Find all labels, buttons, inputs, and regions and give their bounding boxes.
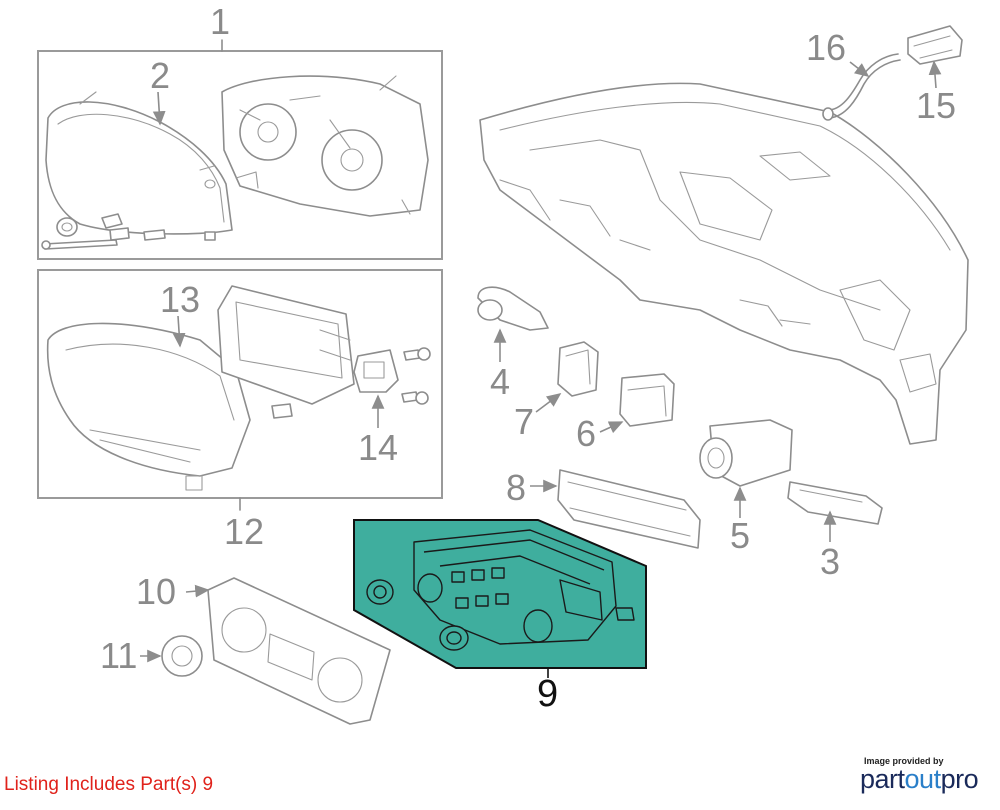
group-box-1 [37, 39, 443, 260]
callout-11: 11 [100, 635, 137, 676]
credit-caption: Image provided by [864, 756, 944, 766]
logo-out: out [904, 764, 942, 794]
callout-3: 3 [820, 541, 840, 582]
part-9-highlight-region[interactable] [353, 519, 647, 669]
callout-15: 15 [916, 85, 956, 126]
part-10-center-bezel[interactable] [207, 577, 391, 725]
part-12-display-unit[interactable] [217, 285, 355, 405]
part-14-bracket[interactable] [271, 347, 431, 419]
partoutpro-logo: partoutpro [860, 764, 990, 795]
part-16-harness[interactable] [822, 53, 901, 121]
group-box-12 [37, 269, 443, 511]
logo-pro: pro [940, 764, 979, 794]
part-1-instrument-cluster[interactable] [221, 75, 429, 217]
callout-2: 2 [150, 55, 170, 96]
callout-5: 5 [730, 515, 750, 556]
part-8-control-unit[interactable] [557, 469, 701, 549]
part-2-cluster-lens[interactable] [45, 91, 233, 241]
callout-12: 12 [224, 511, 264, 552]
image-credit: Image provided by partoutpro [860, 756, 990, 795]
part-4-switch[interactable] [477, 286, 549, 331]
part-3-switch-panel[interactable] [787, 481, 883, 525]
part-15-connector[interactable] [907, 25, 963, 65]
part-7-switch-housing[interactable] [557, 341, 599, 397]
logo-part: part [860, 764, 905, 794]
callout-labels: 1 2 13 14 12 16 15 4 7 6 8 5 3 10 11 9 [100, 1, 956, 715]
part-11-knob[interactable] [161, 635, 203, 677]
callout-10: 10 [136, 571, 176, 612]
part-6-switch[interactable] [619, 373, 675, 427]
dashboard-panel [479, 82, 969, 445]
callout-14: 14 [358, 427, 398, 468]
callout-7: 7 [514, 401, 534, 442]
callout-1: 1 [210, 1, 230, 42]
part-13-display-bezel[interactable] [46, 322, 251, 491]
part-5-ignition-switch[interactable] [699, 419, 793, 487]
callout-16: 16 [806, 27, 846, 68]
listing-note: Listing Includes Part(s) 9 [4, 774, 214, 795]
callout-13: 13 [160, 279, 200, 320]
callout-6: 6 [576, 413, 596, 454]
callout-4: 4 [490, 361, 510, 402]
callout-9[interactable]: 9 [537, 673, 558, 715]
callout-8: 8 [506, 467, 526, 508]
leader-lines [140, 60, 942, 678]
part-1-small-hardware [41, 213, 166, 250]
